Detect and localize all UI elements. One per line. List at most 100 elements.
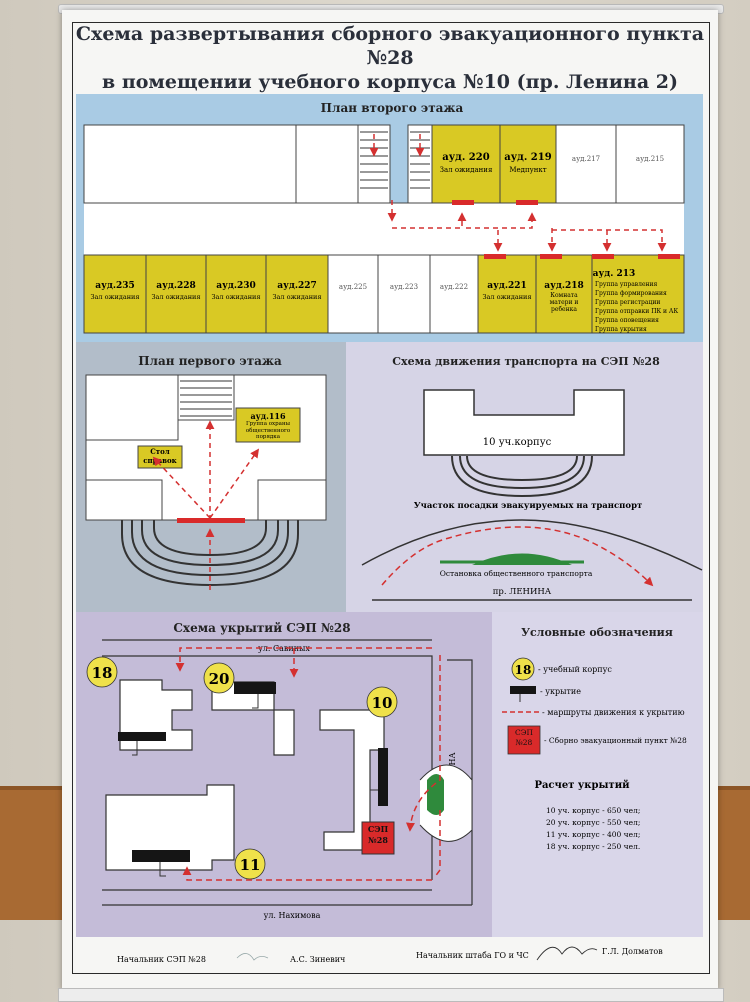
- room-220: [431, 124, 501, 204]
- room-116: [235, 407, 301, 443]
- room-217-num: ауд.217: [572, 155, 600, 163]
- building-10: [319, 709, 385, 851]
- calc-line: 20 уч. корпус - 550 чел;: [546, 818, 640, 827]
- room-213-line: Группа оповещения: [595, 317, 659, 324]
- campus-buildings: [105, 679, 385, 871]
- room-235-label: Зал ожидания: [91, 293, 140, 301]
- room-215: [615, 124, 685, 204]
- poster-title: Схема развертывания сборного эвакуационн…: [62, 22, 718, 94]
- room-222-num: ауд.222: [440, 283, 468, 291]
- legend-sep-text: СЭП №28: [514, 728, 534, 747]
- room-213-line: Группа отправки ПК и АК: [595, 308, 678, 315]
- transport-street-label: пр. ЛЕНИНА: [493, 587, 552, 597]
- door-markers: [452, 200, 680, 259]
- room-230: [205, 254, 267, 334]
- sep-28-marker: [361, 821, 395, 855]
- room-220-num: ауд. 220: [442, 152, 489, 163]
- boarding-area-label: Участок посадки эвакуируемых на транспор…: [414, 501, 643, 511]
- legend-shelter-icon: [510, 686, 536, 694]
- room-223-num: ауд.223: [390, 283, 418, 291]
- corridor: [84, 203, 684, 255]
- room-227-num: ауд.227: [277, 281, 317, 291]
- transport-heading: Схема движения транспорта на СЭП №28: [392, 355, 660, 368]
- floor2-heading: План второго этажа: [321, 101, 464, 115]
- floor1-routes: [152, 420, 260, 590]
- title-line-2: в помещении учебного корпуса №10 (пр. Ле…: [102, 71, 678, 93]
- room-213-line: Группа формирования: [595, 290, 667, 297]
- shelter-10: [378, 748, 388, 806]
- room-227-label: Зал ожидания: [273, 293, 322, 301]
- badge-20: [203, 662, 235, 694]
- floor1-heading: План первого этажа: [138, 354, 282, 368]
- street-top-label: ул. Савиных: [258, 644, 310, 653]
- floor2-hall-left: [83, 124, 297, 204]
- info-desk-label: Стол справок: [143, 447, 177, 465]
- room-213-groups: Группа управления Группа формирования Гр…: [595, 281, 678, 333]
- room-218-label: Комната матери и ребенка: [549, 292, 579, 313]
- room-225-num: ауд.225: [339, 283, 367, 291]
- floor1-stair-steps: [180, 380, 232, 417]
- room-219-label: Медпункт: [509, 166, 546, 174]
- legend-heading: Условные обозначения: [521, 626, 673, 639]
- room-218: [535, 254, 593, 334]
- room-116-label-box: Группа охраны общественного порядка: [245, 421, 291, 440]
- info-desk-label-box: Стол справок: [143, 447, 177, 465]
- room-213-num: ауд. 213: [593, 269, 636, 279]
- room-221-label: Зал ожидания: [483, 293, 532, 301]
- room-230-num: ауд.230: [216, 281, 256, 291]
- room-223: [377, 254, 431, 334]
- square-green: [427, 774, 444, 815]
- room-235-num: ауд.235: [95, 281, 135, 291]
- road-upper-edge: [361, 519, 703, 571]
- room-227: [265, 254, 329, 334]
- signature-right: [536, 946, 598, 961]
- footer-right-title: Начальник штаба ГО и ЧС: [416, 951, 529, 960]
- shelter-leader-lines: [132, 694, 378, 877]
- room-225: [327, 254, 379, 334]
- diagram-canvas: План второго этажа: [83, 101, 703, 964]
- badge-11-text: 11: [240, 856, 261, 874]
- room-213-line: Группа управления: [595, 281, 658, 288]
- room-221-num: ауд.221: [487, 281, 527, 291]
- building-11: [105, 784, 235, 871]
- room-219: [499, 124, 557, 204]
- shelter-markers: [118, 682, 388, 862]
- room-213-line: Группа регистрации: [595, 299, 660, 306]
- room-218-num: ауд.218: [544, 281, 584, 291]
- room-215-num: ауд.215: [636, 155, 664, 163]
- legend-item-shelter: - укрытие: [540, 687, 581, 696]
- room-213: [591, 254, 685, 334]
- shelter-routes: [175, 647, 441, 881]
- room-235: [83, 254, 147, 334]
- building-10-outline: [423, 389, 625, 456]
- calc-heading: Расчет укрытий: [534, 780, 630, 791]
- badge-10: [366, 686, 398, 718]
- room-228: [145, 254, 207, 334]
- sep-28-label-box: СЭП №28: [367, 824, 389, 845]
- sep-28-label: СЭП №28: [367, 824, 389, 845]
- poster-frame: [72, 22, 710, 974]
- calc-line: 18 уч. корпус - 250 чел.: [546, 842, 640, 851]
- street-bottom-label: ул. Нахимова: [264, 911, 321, 920]
- legend-sep-icon: [507, 725, 541, 755]
- room-222: [429, 254, 479, 334]
- badge-20-text: 20: [209, 670, 230, 688]
- floor1-plan: [85, 374, 327, 521]
- badge-11: [234, 848, 266, 880]
- floor2-plan: [83, 124, 685, 334]
- transport-entrance-steps: [451, 455, 593, 498]
- badge-18-text: 18: [92, 664, 113, 682]
- legend-item-route: - маршруты движения к укрытию: [542, 708, 685, 717]
- room-116-label: Группа охраны общественного порядка: [245, 421, 291, 440]
- transport-stop-label: Остановка общественного транспорта: [440, 569, 593, 578]
- room-116-num: ауд.116: [250, 411, 286, 421]
- room-230-label: Зал ожидания: [212, 293, 261, 301]
- floor1-room-bottom-right: [257, 479, 327, 521]
- shelter-11: [132, 850, 190, 862]
- transport-panel: [346, 342, 703, 612]
- room-218-label-box: Комната матери и ребенка: [549, 292, 579, 313]
- room-217: [555, 124, 617, 204]
- floor1-room-bottom-left: [85, 479, 163, 521]
- legend-item-building: - учебный корпус: [538, 665, 612, 674]
- room-228-label: Зал ожидания: [152, 293, 201, 301]
